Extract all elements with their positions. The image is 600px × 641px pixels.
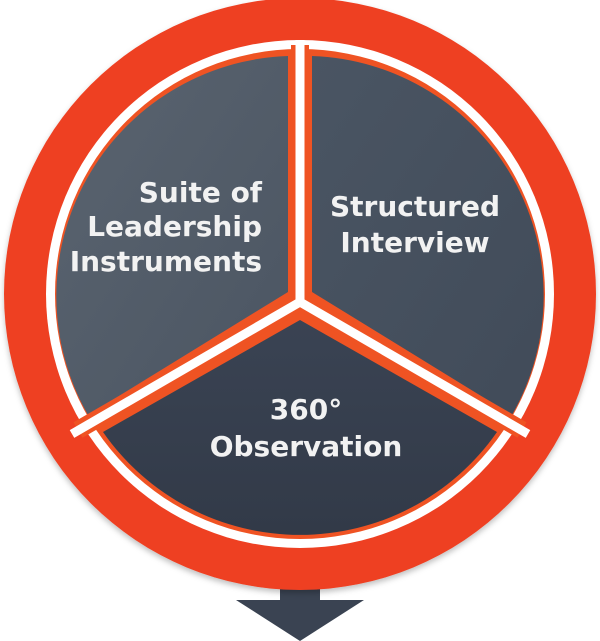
segment-right-label: Structured Interview <box>330 190 500 259</box>
segment-bottom-label: 360° Observation <box>210 393 403 463</box>
label-line: Instruments <box>70 245 262 278</box>
spokes <box>69 40 531 438</box>
label-line: Leadership <box>87 210 262 243</box>
label-line: Observation <box>210 430 403 463</box>
segment-bottom <box>103 320 497 535</box>
label-line: Structured <box>330 190 500 223</box>
label-line: 360° <box>270 393 342 426</box>
label-line: Suite of <box>139 176 263 209</box>
segment-left-label: Suite of Leadership Instruments <box>70 176 263 278</box>
segment-left <box>56 56 288 415</box>
segment-right <box>312 56 544 415</box>
label-line: Interview <box>340 226 489 259</box>
